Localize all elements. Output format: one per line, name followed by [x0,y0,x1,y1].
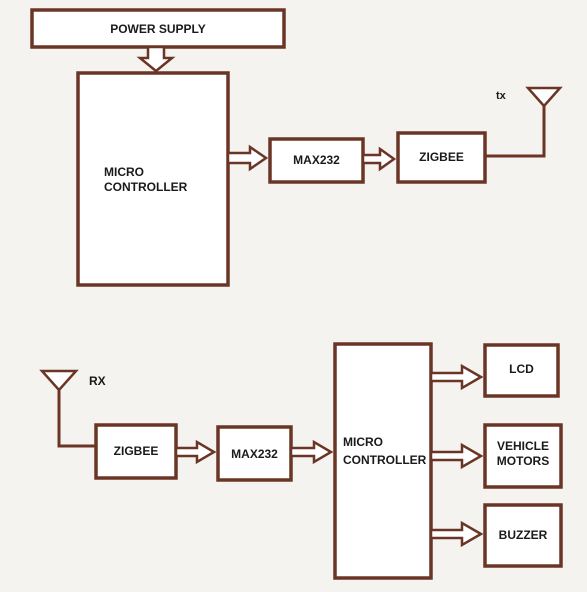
rx-zigbee-to-max232-arrow [174,439,217,465]
tx-microcontroller-label-line2: CONTROLLER [104,180,188,194]
rx-max232-to-mc-arrow [289,439,334,465]
rx-motors-box [483,423,563,489]
rx-mc-to-buzzer-arrow [429,520,484,548]
tx-mc-to-max232-arrow [226,144,269,172]
rx-mc-to-lcd-arrow [429,363,484,391]
tx-power-supply-label: POWER SUPPLY [110,22,206,36]
rx-antenna-wire [57,390,96,448]
tx-power-arrow [136,45,176,73]
rx-antenna-label: RX [89,374,106,388]
tx-zigbee-box [396,131,487,184]
rx-motors-label-line2: MOTORS [496,454,550,468]
tx-zigbee-label: ZIGBEE [419,150,464,164]
rx-lcd-label: LCD [509,362,534,376]
rx-microcontroller-label-line1: MICRO [343,435,383,449]
rx-microcontroller-label-line2: CONTROLLER [343,453,427,467]
rx-lcd-box [483,343,560,398]
rx-microcontroller-box [333,342,433,580]
tx-max232-box [268,137,365,184]
rx-zigbee-label: ZIGBEE [113,444,159,458]
rx-buzzer-box [483,503,563,568]
rx-max232-label: MAX232 [231,447,278,461]
rx-motors-label-line1: VEHICLE [496,439,549,453]
tx-antenna-icon [525,86,563,108]
rx-buzzer-label: BUZZER [498,528,548,542]
tx-antenna-label: tx [496,90,506,102]
rx-antenna-icon [39,369,79,392]
tx-max232-label: MAX232 [293,153,340,167]
tx-max232-to-zigbee-arrow [361,146,397,172]
rx-zigbee-box [94,423,178,480]
rx-mc-to-motors-arrow [429,442,484,470]
tx-microcontroller-box [76,71,230,287]
tx-microcontroller-label-line1: MICRO [104,165,144,179]
tx-antenna-wire [485,106,546,158]
